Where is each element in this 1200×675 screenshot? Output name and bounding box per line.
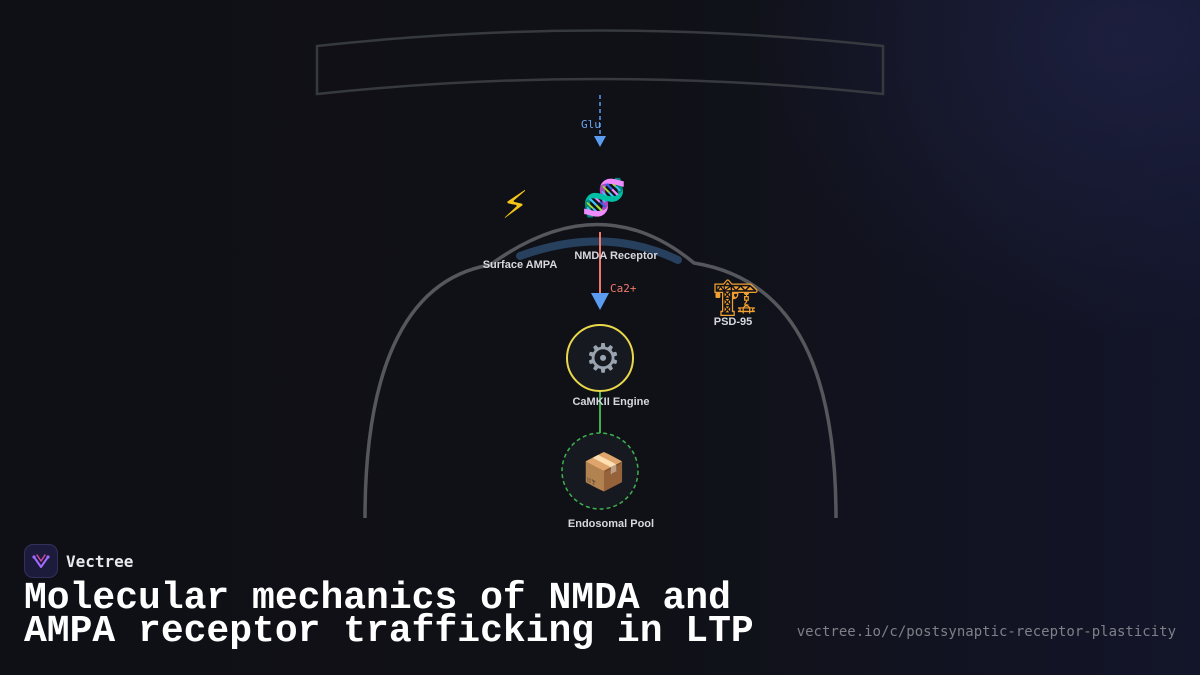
nmda-label: NMDA Receptor [574, 250, 658, 262]
presynaptic-terminal [315, 29, 885, 96]
glutamate-label: Glu [581, 118, 601, 131]
ampa-label: Surface AMPA [483, 259, 558, 271]
brand-name: Vectree [66, 551, 134, 571]
calcium-label: Ca2+ [610, 282, 637, 295]
glutamate-arrowhead [594, 136, 606, 147]
crane-icon: 🏗 [713, 278, 759, 319]
gear-icon: ⚙ [585, 336, 621, 382]
psd95-label: PSD-95 [714, 316, 753, 328]
lightning-icon: ⚡ [502, 183, 529, 227]
brand: Vectree [24, 544, 133, 578]
synapse-diagram: Glu Ca2+ ⚡ Surface AMPA 🧬 NMDA Receptor … [315, 29, 885, 530]
camkii-ring [566, 324, 634, 392]
endosomal-label: Endosomal Pool [568, 518, 654, 530]
package-icon: 📦 [582, 451, 627, 493]
endosomal-pool-ring [561, 432, 639, 510]
neuron-v-icon [24, 544, 58, 578]
postsynaptic-spine [363, 222, 838, 519]
camkii-label: CaMKII Engine [572, 396, 649, 408]
calcium-arrowhead [591, 293, 609, 310]
page-title: Molecular mechanics of NMDA and AMPA rec… [24, 577, 754, 653]
postsynaptic-density [516, 237, 682, 264]
source-url[interactable]: vectree.io/c/postsynaptic-receptor-plast… [796, 624, 1176, 640]
dna-icon: 🧬 [582, 176, 627, 219]
